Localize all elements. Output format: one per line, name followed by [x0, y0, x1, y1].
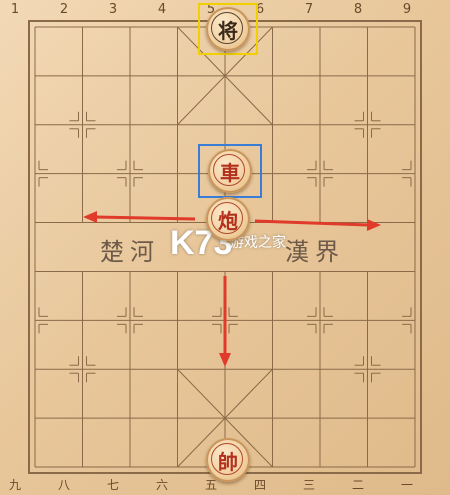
rank-label-6: 六 — [155, 478, 168, 492]
rank-label-2: 二 — [351, 478, 364, 492]
arrow-left — [83, 211, 196, 223]
arrow-down — [219, 276, 231, 367]
rank-label-9: 九 — [8, 478, 21, 492]
piece-ring — [211, 12, 243, 44]
piece-char: 将 — [218, 18, 238, 43]
rank-label-1: 一 — [400, 478, 413, 492]
file-label-6: 6 — [255, 2, 265, 17]
red-chariot-piece[interactable]: 車 — [208, 149, 252, 193]
piece-char: 帥 — [218, 449, 238, 474]
piece-char: 車 — [220, 160, 240, 185]
red-general-piece[interactable]: 帥 — [206, 438, 250, 482]
file-label-5: 5 — [206, 2, 216, 17]
river-label-chu-he: 楚河 — [100, 238, 160, 266]
watermark-text: 游戏之家 — [230, 235, 286, 251]
rank-label-5: 五 — [204, 478, 217, 492]
rank-label-4: 四 — [253, 478, 266, 492]
river-label-han-jie: 漢界 — [285, 238, 345, 266]
file-label-2: 2 — [59, 2, 69, 17]
piece-ring — [211, 443, 243, 475]
file-label-9: 9 — [402, 2, 412, 17]
rank-label-8: 八 — [57, 478, 70, 492]
black-general-selection-box — [198, 3, 258, 55]
piece-ring — [213, 154, 245, 186]
rank-label-3: 三 — [302, 478, 315, 492]
piece-ring — [211, 202, 243, 234]
file-label-3: 3 — [108, 2, 118, 17]
black-general-piece[interactable]: 将 — [206, 7, 250, 51]
red-cannon-piece[interactable]: 炮 — [206, 197, 250, 241]
file-label-4: 4 — [157, 2, 167, 17]
arrow-right — [254, 219, 381, 231]
file-label-1: 1 — [10, 2, 20, 17]
rank-label-7: 七 — [106, 478, 119, 492]
file-label-7: 7 — [304, 2, 314, 17]
file-label-8: 8 — [353, 2, 363, 17]
piece-char: 炮 — [218, 208, 238, 233]
